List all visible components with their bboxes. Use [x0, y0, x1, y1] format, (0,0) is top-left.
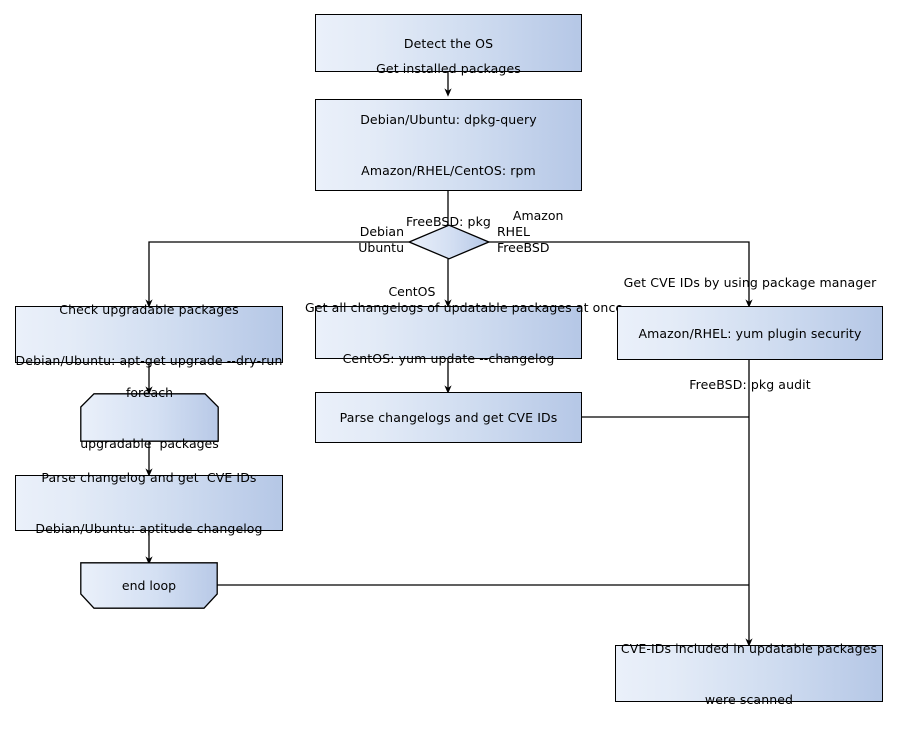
node-get-all-changelogs[interactable]: Get all changelogs of updatable packages… [305, 300, 623, 366]
node-get-installed-packages-text: Get installed packages Debian/Ubuntu: dp… [360, 26, 537, 264]
node-parse-changelogs-label: Parse changelogs and get CVE IDs [339, 410, 558, 425]
node-get-cve-ids-text: Get CVE IDs by using package manager Ama… [624, 240, 877, 427]
edge-label-amazon-rhel-freebsd-text: Amazon RHEL FreeBSD [497, 208, 564, 255]
text-line: Debian/Ubuntu: dpkg-query [360, 112, 537, 127]
text-line: Debian/Ubuntu: aptitude changelog [35, 521, 263, 536]
edge-label-debian-ubuntu-text: Debian Ubuntu [358, 224, 404, 255]
text-line: upgradable packages [80, 435, 219, 451]
text-line: were scanned [704, 691, 794, 707]
node-end-loop-text: end loop [121, 578, 177, 593]
text-line: Amazon/RHEL: yum plugin security [638, 325, 862, 341]
node-parse-changelog-text: Parse changelog and get CVE IDs Debian/U… [35, 435, 262, 571]
node-parse-changelogs-get-cve-ids[interactable]: Parse changelogs and get CVE IDs [315, 392, 582, 443]
node-os-decision[interactable] [408, 224, 490, 260]
node-result-text: CVE-IDs included in updatable packages w… [621, 606, 877, 742]
node-foreach-loop-start-label: foreach upgradable packages [80, 385, 219, 451]
node-end-loop-label: end loop [80, 562, 218, 615]
text-line: Amazon/RHEL/CentOS: rpm [361, 163, 536, 178]
node-result-scanned[interactable]: CVE-IDs included in updatable packages w… [615, 641, 883, 707]
text-line: CentOS: yum update --changelog [342, 350, 555, 366]
edge-label-debian-ubuntu: Debian Ubuntu [300, 208, 404, 272]
node-end-loop[interactable]: end loop [80, 562, 218, 609]
node-detect-os[interactable]: Detect the OS [315, 14, 582, 72]
text-line: Debian/Ubuntu: apt-get upgrade --dry-run [15, 352, 283, 368]
text-line: Parse changelog and get CVE IDs [41, 470, 257, 485]
text-line: Check upgradable packages [59, 301, 239, 317]
edge-label-amazon-rhel-freebsd: Amazon RHEL FreeBSD [497, 192, 607, 272]
flowchart-canvas: Detect the OS Get installed packages Deb… [15, 14, 883, 707]
text-line: Get all changelogs of updatable packages… [305, 299, 624, 315]
node-foreach-loop-start[interactable]: foreach upgradable packages [80, 385, 219, 451]
text-line: FreeBSD: pkg audit [689, 376, 811, 392]
text-line: Get CVE IDs by using package manager [623, 274, 877, 290]
node-check-upgradable-text: Check upgradable packages Debian/Ubuntu:… [16, 267, 283, 403]
node-check-upgradable-packages[interactable]: Check upgradable packages Debian/Ubuntu:… [15, 302, 283, 368]
text-line: foreach [125, 384, 174, 400]
node-detect-os-label: Detect the OS [403, 35, 494, 51]
node-get-installed-packages[interactable]: Get installed packages Debian/Ubuntu: dp… [315, 61, 582, 229]
text-line: CVE-IDs included in updatable packages [620, 640, 878, 656]
edge-label-centos-text: CentOS [388, 284, 436, 299]
edge-label-centos: CentOS [366, 268, 442, 316]
node-get-cve-ids-package-manager[interactable]: Get CVE IDs by using package manager Ama… [617, 275, 883, 392]
node-parse-changelog-get-cve-ids[interactable]: Parse changelog and get CVE IDs Debian/U… [15, 470, 283, 536]
node-get-all-changelogs-text: Get all changelogs of updatable packages… [305, 265, 624, 401]
text-line: Get installed packages [376, 61, 521, 76]
